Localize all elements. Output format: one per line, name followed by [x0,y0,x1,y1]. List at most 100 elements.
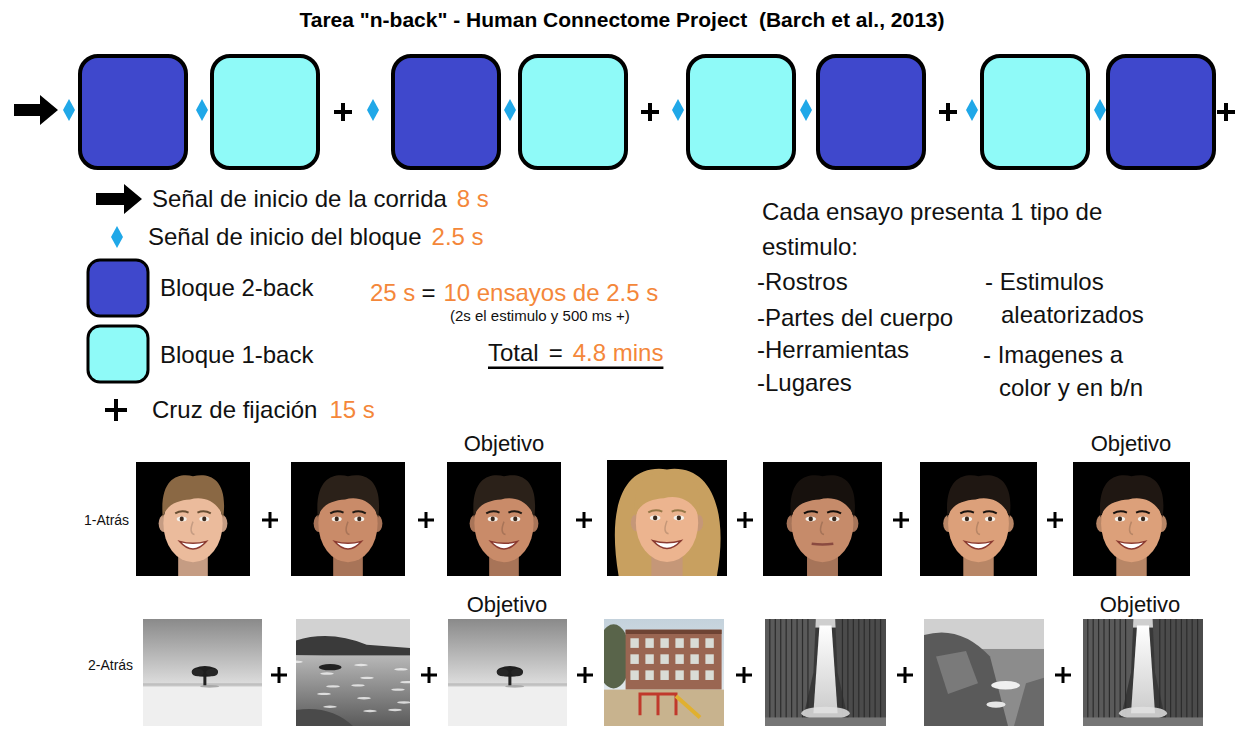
stimulus-heading: Cada ensayo presenta 1 tipo de estimulo: [762,194,1122,264]
foam [986,701,1005,707]
eye [488,516,498,521]
stimulus-image [1073,462,1190,576]
sparkle [363,710,377,712]
stimulus-item: -Herramientas [757,336,909,364]
eyebrow [1136,511,1150,513]
pool [1083,717,1203,726]
fixation-cross [262,512,278,528]
shadow [200,685,219,688]
eyebrow [197,511,210,513]
stimulus-image [447,462,561,576]
pupil [335,517,339,522]
nose [191,522,194,535]
rock-line [847,619,848,726]
target-label: Objetivo [1100,592,1181,617]
eyebrow [508,511,521,513]
legend-label: Cruz de fijación [152,396,317,424]
eyebrow [648,510,662,512]
sparkle [391,688,405,690]
rock-facet [936,651,978,694]
window [660,670,668,680]
stimulus-image [763,462,882,576]
waterfall [813,625,837,713]
stimulus-note: - Imagenes a color y en b/n [983,338,1171,404]
stimulus-image [296,619,410,726]
rock-line [864,619,865,726]
sparkle [394,668,408,670]
legend-label: Señal de inicio del bloque [148,223,422,251]
rock [319,664,342,670]
fixation-cross [893,512,909,528]
pupil [988,517,992,522]
hair [317,475,379,518]
equals-sign: = [549,339,563,367]
eye [354,516,364,521]
sparkle [320,672,334,674]
hair [1100,475,1163,518]
pupil [180,517,184,522]
sparkle [388,709,402,711]
mouth [491,541,518,549]
eyebrow [352,511,365,513]
eye [177,516,187,521]
tree-crown [206,669,218,676]
water [296,655,410,726]
stimulus-image [291,462,405,576]
rock-line [1181,619,1182,726]
legend-label: Bloque 2-back [160,274,313,302]
nose [821,522,825,535]
fixation-cross [736,667,752,683]
stimulus-item: -Lugares [757,369,852,397]
legend-symbols [88,184,148,421]
image-background [763,462,882,576]
stimulus-image [765,619,886,726]
rock-line [1175,619,1176,726]
tree-crown [497,666,523,677]
mouth [653,541,681,549]
fixation-cross [897,667,913,683]
image-background [447,462,561,576]
sky [448,619,567,685]
nose [1130,522,1133,535]
rock-line [880,619,881,726]
rock-line [853,619,854,726]
window [660,638,668,648]
sparkle [317,693,331,695]
rock-line [1103,619,1104,726]
hair [615,469,721,576]
block-square [212,56,318,168]
eyebrow [960,511,974,513]
block-cue-diamond [504,99,516,121]
nose [502,522,505,535]
pupil [491,517,495,522]
building [626,630,722,690]
fixation-cross [1217,103,1235,121]
pupil [1118,517,1122,522]
pupil [1141,517,1145,522]
duration-label: 8 s [457,185,489,213]
stimulus-image [1083,619,1203,726]
block-square [982,56,1088,168]
fixation-cross [1055,667,1071,683]
rock-line [1120,619,1121,726]
rock-wall [1083,619,1203,726]
stimulus-image [448,619,567,726]
fixation-cross [737,512,753,528]
slide [676,696,700,717]
fixation-cross [421,667,437,683]
stimulus-item: -Partes del cuerpo [757,304,953,332]
rock-line [869,619,870,726]
rock-line [1186,619,1187,726]
rock-line [1197,619,1198,726]
mouth [965,541,992,549]
duration-label: 25 s [370,279,415,307]
block-square [80,56,186,168]
waterfall [1131,625,1155,713]
total-label: Total [488,339,539,367]
block-cue-diamond [367,99,379,121]
hair [790,475,854,518]
pupil [357,517,361,522]
roof [626,630,722,634]
hair [162,475,224,518]
